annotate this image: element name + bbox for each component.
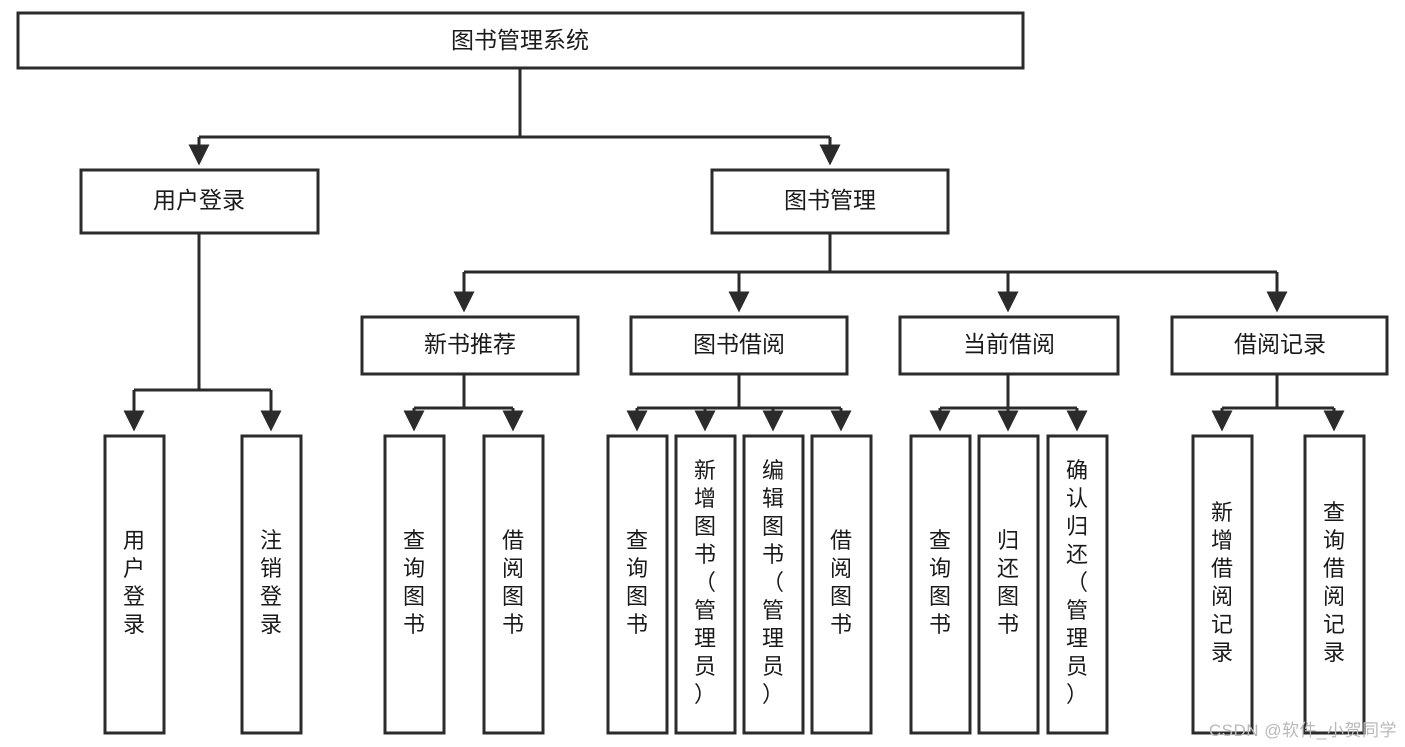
node-new-book-recommend-label: 新书推荐: [424, 331, 516, 357]
node-book-management-label: 图书管理: [784, 187, 876, 213]
node-root-book-management-system[interactable]: 图书管理系统: [16, 11, 1025, 70]
node-user-login[interactable]: 用户登录: [79, 168, 320, 235]
connectors-user-login-to-leaves: [123, 233, 282, 432]
node-current-borrow[interactable]: 当前借阅: [898, 315, 1120, 376]
leaf-query-book-2-box[interactable]: [606, 434, 669, 735]
node-current-borrow-box[interactable]: [898, 315, 1120, 376]
leaf-add-borrow-record-label: 新增借阅记录: [1211, 500, 1233, 665]
leaf-edit-book-label: 编辑图书（管理员）: [762, 458, 784, 707]
leaf-add-book-box[interactable]: [674, 434, 737, 735]
leaf-query-book-1-box[interactable]: [383, 434, 446, 735]
leaf-node[interactable]: 借阅图书: [482, 434, 545, 735]
leaf-user-login-box[interactable]: [103, 434, 166, 735]
leaf-node[interactable]: 新增图书（管理员）: [674, 434, 737, 735]
leaf-node[interactable]: 确认归还（管理员）: [1046, 434, 1109, 735]
leaf-logout-label: 注销登录: [260, 528, 282, 637]
leaf-node[interactable]: 查询图书: [909, 434, 972, 735]
leaf-node[interactable]: 注销登录: [240, 434, 303, 735]
leaf-borrow-book-1-box[interactable]: [482, 434, 545, 735]
leaf-logout-box[interactable]: [240, 434, 303, 735]
leaf-node[interactable]: 查询图书: [606, 434, 669, 735]
node-user-login-box[interactable]: [79, 168, 320, 235]
leaf-query-book-3-box[interactable]: [909, 434, 972, 735]
leaf-add-book-label: 新增图书（管理员）: [694, 458, 716, 707]
leaf-add-borrow-record-box[interactable]: [1191, 434, 1254, 735]
leaf-query-book-2-label: 查询图书: [626, 528, 648, 637]
leaf-query-book-1-label: 查询图书: [403, 528, 425, 637]
leaf-node[interactable]: 查询图书: [383, 434, 446, 735]
leaf-borrow-book-2-box[interactable]: [810, 434, 873, 735]
leaf-query-book-3-label: 查询图书: [929, 528, 951, 637]
node-book-borrow[interactable]: 图书借阅: [629, 315, 849, 376]
connectors-book-borrow-to-leaves: [626, 374, 852, 432]
connectors-borrow-record-to-leaves: [1211, 374, 1345, 432]
leaf-return-book-label: 归还图书: [997, 528, 1019, 637]
node-user-login-label: 用户登录: [153, 187, 245, 213]
node-borrow-record[interactable]: 借阅记录: [1170, 315, 1389, 376]
leaf-confirm-return-label: 确认归还（管理员）: [1066, 458, 1088, 707]
node-current-borrow-label: 当前借阅: [963, 331, 1055, 357]
node-book-borrow-label: 图书借阅: [693, 331, 785, 357]
leaf-return-book-box[interactable]: [977, 434, 1040, 735]
node-book-management-box[interactable]: [710, 168, 950, 235]
leaf-node[interactable]: 新增借阅记录: [1191, 434, 1254, 735]
leaf-edit-book-box[interactable]: [742, 434, 805, 735]
leaf-node[interactable]: 编辑图书（管理员）: [742, 434, 805, 735]
node-book-borrow-box[interactable]: [629, 315, 849, 376]
leaf-confirm-return-box[interactable]: [1046, 434, 1109, 735]
leaf-node[interactable]: 借阅图书: [810, 434, 873, 735]
node-root-label: 图书管理系统: [451, 27, 589, 53]
leaf-query-borrow-record-box[interactable]: [1303, 434, 1366, 735]
leaf-node[interactable]: 归还图书: [977, 434, 1040, 735]
leaf-user-login-label: 用户登录: [123, 528, 145, 637]
node-borrow-record-label: 借阅记录: [1234, 331, 1326, 357]
connectors-book-manage-to-level3: [453, 233, 1288, 313]
leaf-query-borrow-record-label: 查询借阅记录: [1323, 500, 1345, 665]
connectors-new-book-recommend-to-leaves: [403, 374, 524, 432]
leaf-borrow-book-2-label: 借阅图书: [830, 528, 852, 637]
node-root-box[interactable]: [16, 11, 1025, 70]
node-new-book-recommend[interactable]: 新书推荐: [360, 315, 580, 376]
node-borrow-record-box[interactable]: [1170, 315, 1389, 376]
leaf-node[interactable]: 用户登录: [103, 434, 166, 735]
node-new-book-recommend-box[interactable]: [360, 315, 580, 376]
leaf-borrow-book-1-label: 借阅图书: [502, 528, 524, 637]
connectors-current-borrow-to-leaves: [929, 374, 1088, 432]
connectors-root-to-level2: [188, 68, 841, 166]
leaf-node[interactable]: 查询借阅记录: [1303, 434, 1366, 735]
node-book-management[interactable]: 图书管理: [710, 168, 950, 235]
